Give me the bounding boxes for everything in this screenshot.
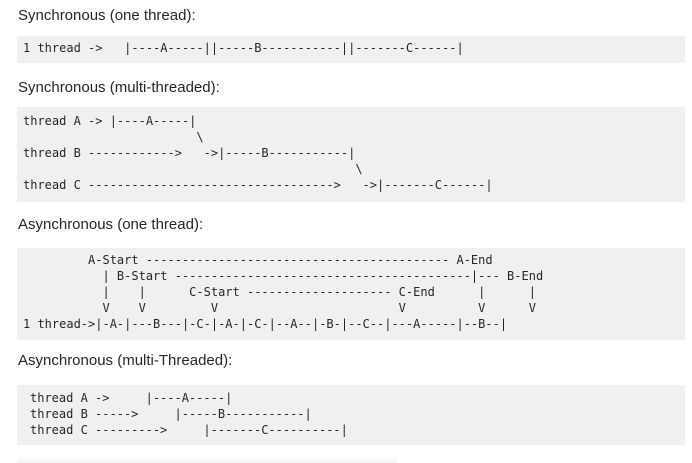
code-line: A-Start --------------------------------… xyxy=(23,253,493,267)
section-heading-async-multi-threaded: Asynchronous (multi-Threaded): xyxy=(18,352,233,369)
code-line: thread C ---------> |-------C----------| xyxy=(30,423,348,437)
cut-off-content xyxy=(17,456,397,463)
code-line: V V V V V V xyxy=(23,301,536,315)
code-line: thread B -----> |-----B-----------| xyxy=(30,407,312,421)
code-line: \ xyxy=(23,162,363,176)
code-line: thread B ------------> ->|-----B--------… xyxy=(23,146,356,160)
section-heading-sync-one-thread: Synchronous (one thread): xyxy=(18,7,196,24)
section-heading-sync-multi-threaded: Synchronous (multi-threaded): xyxy=(18,79,220,96)
code-line: thread A -> |----A-----| xyxy=(23,114,197,128)
code-line: thread C -------------------------------… xyxy=(23,178,493,192)
code-line: 1 thread -> |----A-----||-----B---------… xyxy=(23,41,464,55)
code-block-async-one-thread: A-Start --------------------------------… xyxy=(17,248,685,340)
code-block-sync-multi-threaded: thread A -> |----A-----| \ thread B ----… xyxy=(17,107,685,202)
code-line: thread A -> |----A-----| xyxy=(30,391,233,405)
code-line: | | C-Start -------------------- C-End |… xyxy=(23,285,536,299)
code-line: 1 thread->|-A-|---B---|-C-|-A-|-C-|--A--… xyxy=(23,317,508,331)
code-line: | B-Start ------------------------------… xyxy=(23,269,544,283)
code-line: \ xyxy=(23,130,204,144)
code-block-async-multi-threaded: thread A -> |----A-----| thread B ----->… xyxy=(17,385,685,445)
code-block-sync-one-thread: 1 thread -> |----A-----||-----B---------… xyxy=(17,36,685,63)
section-heading-async-one-thread: Asynchronous (one thread): xyxy=(18,216,204,233)
